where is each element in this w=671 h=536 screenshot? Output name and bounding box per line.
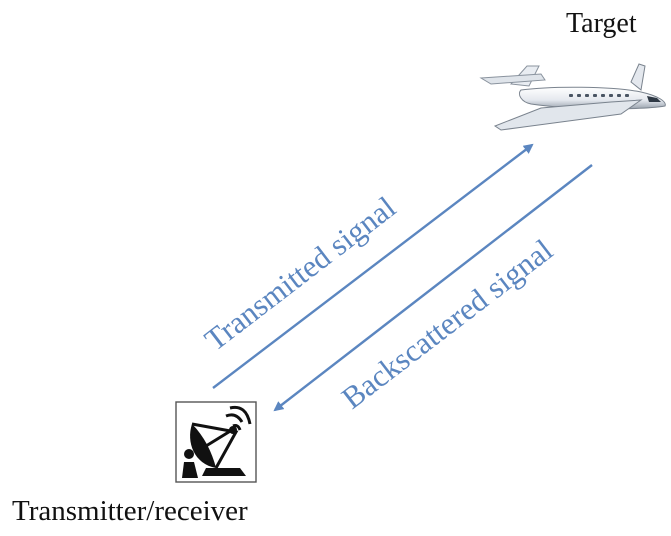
satellite-dish-icon <box>175 401 257 483</box>
target-label: Target <box>566 8 637 39</box>
backscattered-signal-label: Backscattered signal <box>335 232 559 415</box>
transmitted-signal-arrow <box>212 143 534 389</box>
airplane-icon <box>479 63 666 131</box>
transmitter-receiver-label: Transmitter/receiver <box>12 495 248 527</box>
transmitted-signal-label: Transmitted signal <box>198 189 402 357</box>
backscattered-signal-arrow <box>273 164 593 412</box>
